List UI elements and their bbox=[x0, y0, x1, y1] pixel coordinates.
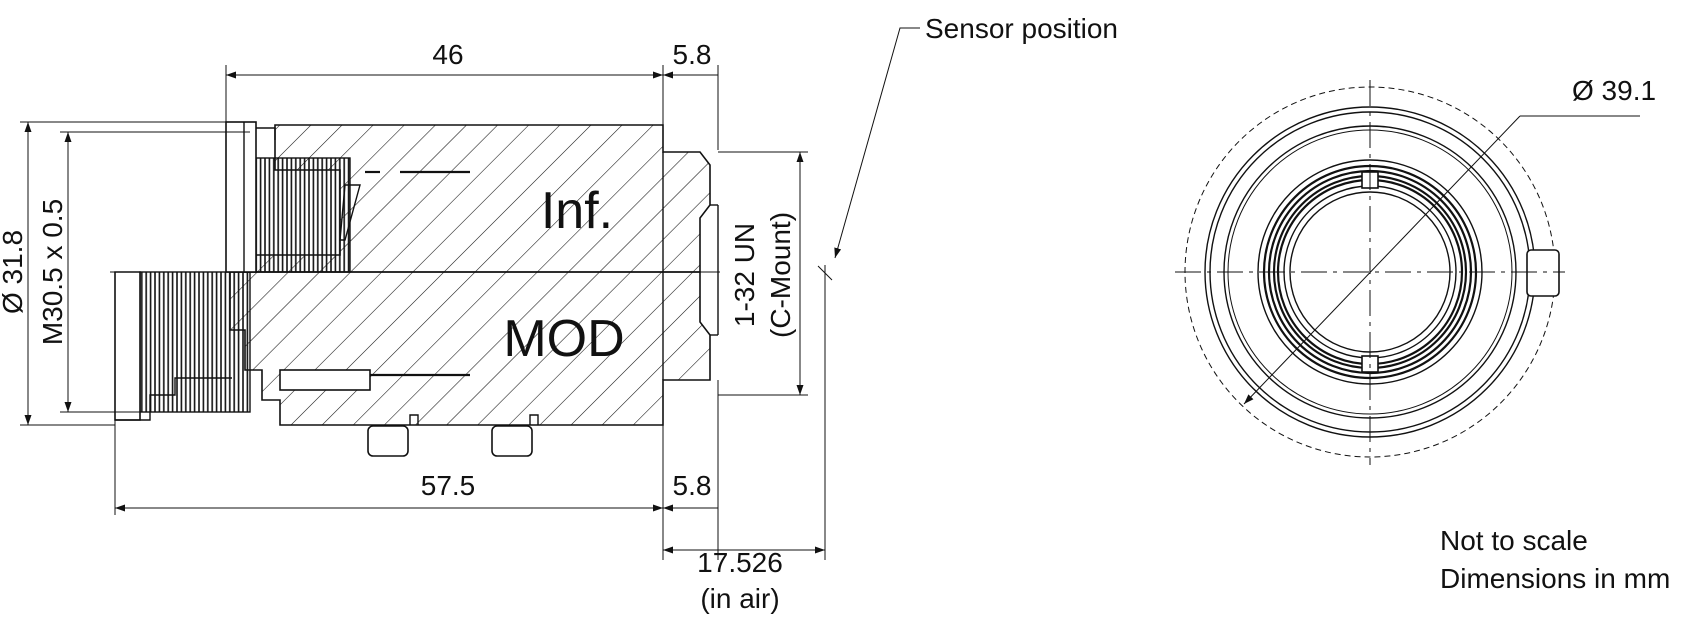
thread-m30-5: M30.5 x 0.5 bbox=[37, 199, 68, 345]
front-thread-lower bbox=[139, 271, 251, 413]
note-not-to-scale: Not to scale bbox=[1440, 525, 1588, 556]
c-mount-line1: 1-32 UN bbox=[729, 223, 760, 327]
dimensions bbox=[20, 27, 920, 560]
screw-1 bbox=[367, 425, 409, 457]
dim-46: 46 bbox=[432, 39, 463, 70]
front-ring bbox=[225, 121, 257, 273]
sensor-position-label: Sensor position bbox=[925, 13, 1118, 44]
dim-17-526-note: (in air) bbox=[700, 583, 779, 614]
screw-2 bbox=[491, 425, 533, 457]
dim-5-8-top: 5.8 bbox=[673, 39, 712, 70]
dim-17-526: 17.526 bbox=[697, 547, 783, 578]
labels: 46 5.8 57.5 5.8 17.526 (in air) Sensor p… bbox=[0, 13, 1670, 614]
dim-57-5: 57.5 bbox=[421, 470, 476, 501]
side-view bbox=[114, 121, 719, 457]
front-view bbox=[1175, 80, 1640, 465]
side-screw bbox=[1526, 249, 1560, 297]
focus-inf-label: Inf. bbox=[541, 182, 613, 240]
focus-mod-label: MOD bbox=[503, 310, 624, 368]
c-mount-line2: (C-Mount) bbox=[765, 212, 796, 338]
dim-5-8-bottom: 5.8 bbox=[673, 470, 712, 501]
front-thread-upper bbox=[254, 157, 351, 273]
note-dimensions: Dimensions in mm bbox=[1440, 563, 1670, 594]
diameter-39-1: Ø 39.1 bbox=[1572, 75, 1656, 106]
diameter-31-8: Ø 31.8 bbox=[0, 230, 28, 314]
barrel-lower-section bbox=[229, 271, 711, 426]
